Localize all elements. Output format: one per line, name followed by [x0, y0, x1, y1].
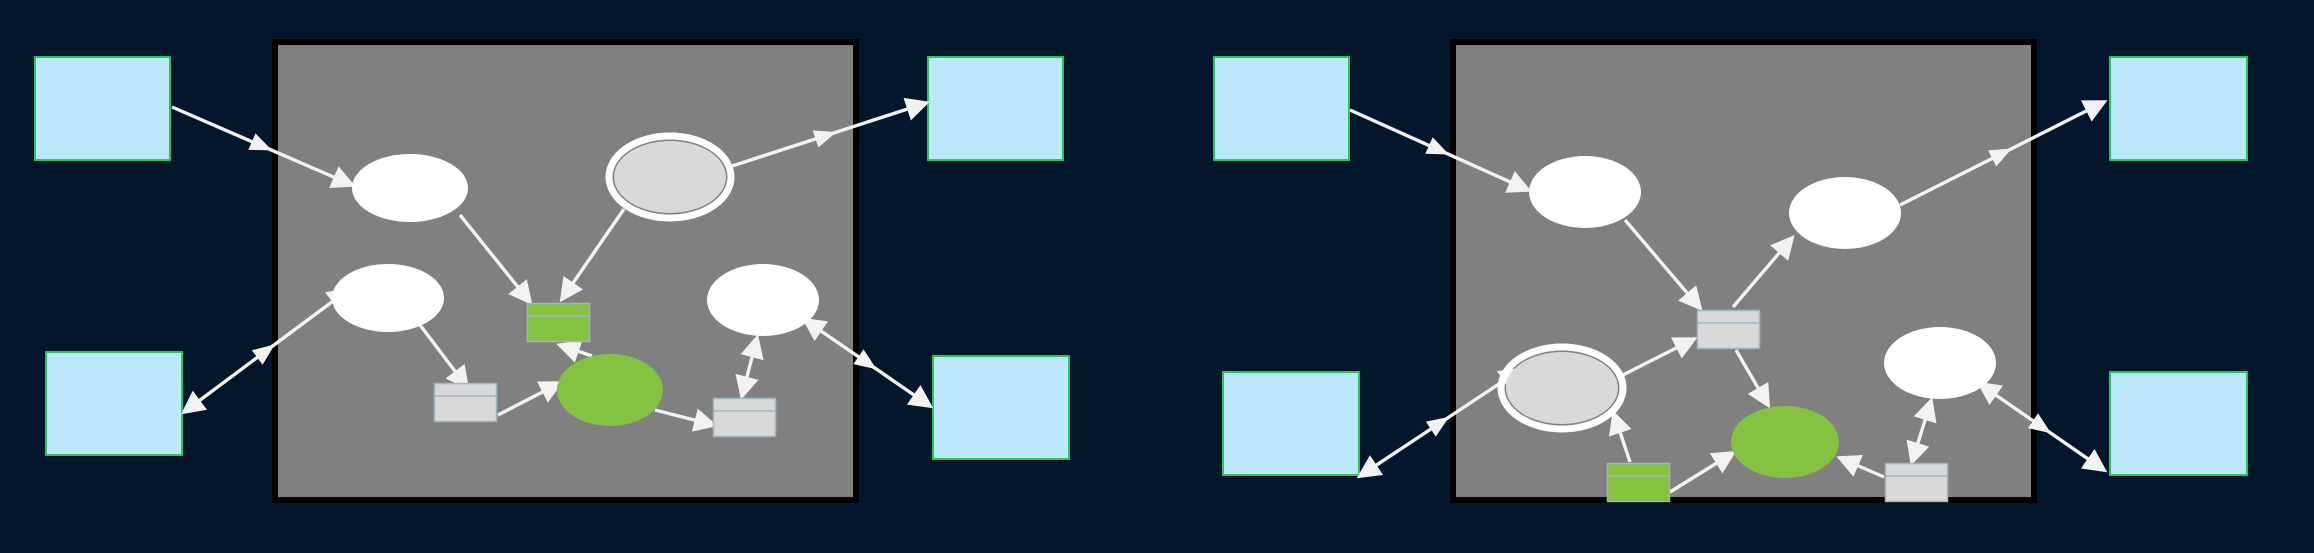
- edge-e4-to-r1-line: [556, 340, 593, 363]
- rect-bottom-left-gray[interactable]: [433, 382, 498, 423]
- rect-bottom-right-gray[interactable]: [712, 397, 777, 438]
- edge-r3-to-e5: [735, 334, 764, 400]
- edge-r2-to-e4-line: [1669, 450, 1737, 494]
- ellipse-bottom-left[interactable]: [1497, 343, 1627, 433]
- external-box-bottom-left[interactable]: [45, 351, 183, 456]
- rect-center-gray-shape[interactable]: [1696, 309, 1761, 350]
- rect-bottom-left-green[interactable]: [1606, 462, 1671, 503]
- ellipse-top-left-shape[interactable]: [1529, 156, 1641, 228]
- edge-e2-to-r1-line: [559, 208, 626, 303]
- external-box-bottom-left-second[interactable]: [1222, 371, 1360, 476]
- external-box-top-right-inner[interactable]: [927, 56, 1064, 161]
- ellipse-top-right[interactable]: [1789, 177, 1901, 249]
- ellipse-top-left[interactable]: [352, 154, 468, 222]
- edge-r2-to-e4-line: [497, 381, 564, 417]
- ellipse-top-right-highlight-ring: [605, 132, 735, 222]
- rect-center-green-shape[interactable]: [526, 302, 591, 343]
- external-box-top-left[interactable]: [34, 56, 171, 161]
- edge-r1-to-e2-line: [1731, 234, 1795, 309]
- edge-e5-to-ext-bottom-mid-arrowhead: [2027, 413, 2052, 434]
- edge-r3-to-e4-line: [1836, 454, 1885, 479]
- edge-e2-to-ext-top: [725, 97, 930, 170]
- edge-ext-in-top: [1349, 108, 1532, 193]
- edge-r2-to-e4: [497, 381, 564, 417]
- ellipse-bottom-left-shape[interactable]: [1506, 352, 1618, 424]
- edge-e5-to-ext-bottom: [801, 317, 934, 409]
- ellipse-bottom-left[interactable]: [332, 264, 444, 332]
- edge-e2-to-ext-top: [1899, 100, 2108, 207]
- ellipse-right-shape[interactable]: [1884, 327, 1996, 399]
- edge-e3-to-r2: [418, 323, 470, 391]
- edge-r1-to-e4-line: [1734, 349, 1770, 409]
- edge-r2-to-e3-line: [1608, 410, 1632, 463]
- edge-e1-to-r1: [458, 213, 533, 306]
- rect-bottom-right-gray[interactable]: [1884, 462, 1949, 503]
- rect-center-gray[interactable]: [1696, 309, 1761, 350]
- edge-e2-to-ext-top-mid-arrowhead: [1988, 148, 2012, 167]
- rect-bottom-right-gray-shape[interactable]: [712, 397, 777, 438]
- edge-ext-in-top-mid-arrowhead: [248, 133, 273, 151]
- edge-r1-to-e4: [1734, 349, 1770, 409]
- edge-e3-to-r1-line: [1616, 337, 1698, 380]
- edge-e4-to-r1: [556, 340, 593, 363]
- edge-e4-to-r3-line: [654, 408, 718, 432]
- rect-bottom-right-gray-shape[interactable]: [1884, 462, 1949, 503]
- external-box-bottom-right-second[interactable]: [2109, 371, 2248, 476]
- edge-ext-in-top-mid-arrowhead: [1425, 137, 1450, 155]
- ellipse-center-green[interactable]: [1731, 406, 1839, 478]
- edge-r3-to-e5-line: [735, 334, 764, 400]
- nodes-layer: [332, 132, 1996, 503]
- edge-r3-to-e4: [1836, 454, 1885, 479]
- edge-r2-to-e4: [1669, 450, 1737, 494]
- ellipse-right[interactable]: [1884, 327, 1996, 399]
- edge-e3-to-r2-line: [418, 323, 470, 391]
- ellipse-bottom-left-highlight-ring: [1497, 343, 1627, 433]
- edge-ext-to-e3-mid-arrowhead: [1425, 416, 1450, 437]
- ellipse-top-right-shape[interactable]: [614, 141, 726, 213]
- edge-e1-to-r1: [1623, 218, 1703, 312]
- edge-e5-to-ext-bottom: [1976, 381, 2108, 473]
- edge-e4-to-r3: [654, 408, 718, 432]
- rect-bottom-left-green-shape[interactable]: [1606, 462, 1671, 503]
- ellipse-top-right[interactable]: [605, 132, 735, 222]
- edges-layer: [171, 97, 2108, 494]
- edge-e2-to-ext-top-mid-arrowhead: [812, 130, 837, 148]
- external-boxes-layer: [34, 56, 2248, 476]
- ellipse-bottom-left-shape[interactable]: [332, 264, 444, 332]
- rect-center-green[interactable]: [526, 302, 591, 343]
- rect-bottom-left-gray-shape[interactable]: [433, 382, 498, 423]
- external-box-top-right-second[interactable]: [2109, 56, 2248, 161]
- edge-ext-in-top: [171, 105, 356, 189]
- external-box-top-left-second[interactable]: [1213, 56, 1350, 161]
- edge-e5-to-ext-bottom-mid-arrowhead: [853, 349, 877, 370]
- edge-e1-to-r1-line: [458, 213, 533, 306]
- ellipse-center-green[interactable]: [557, 354, 663, 426]
- ellipse-right-shape[interactable]: [707, 264, 819, 336]
- edge-e2-to-r1: [559, 208, 626, 303]
- ellipse-top-right-shape[interactable]: [1789, 177, 1901, 249]
- edge-ext-to-e3: [1356, 367, 1524, 479]
- edge-r3-to-e5: [1906, 397, 1937, 466]
- ellipse-center-green-shape[interactable]: [557, 354, 663, 426]
- edge-e1-to-r1-line: [1623, 218, 1703, 312]
- edge-e3-to-r1: [1616, 337, 1698, 380]
- edge-r2-to-e3: [1608, 410, 1632, 463]
- ellipse-top-left[interactable]: [1529, 156, 1641, 228]
- external-box-bottom-right-inner[interactable]: [932, 355, 1070, 460]
- ellipse-top-left-shape[interactable]: [352, 154, 468, 222]
- ellipse-right[interactable]: [707, 264, 819, 336]
- edge-r1-to-e2: [1731, 234, 1795, 309]
- edge-ext-to-e3-mid-arrowhead: [251, 344, 275, 365]
- ellipse-center-green-shape[interactable]: [1731, 406, 1839, 478]
- edge-r3-to-e5-line: [1906, 397, 1937, 466]
- edge-ext-to-e3: [180, 287, 352, 415]
